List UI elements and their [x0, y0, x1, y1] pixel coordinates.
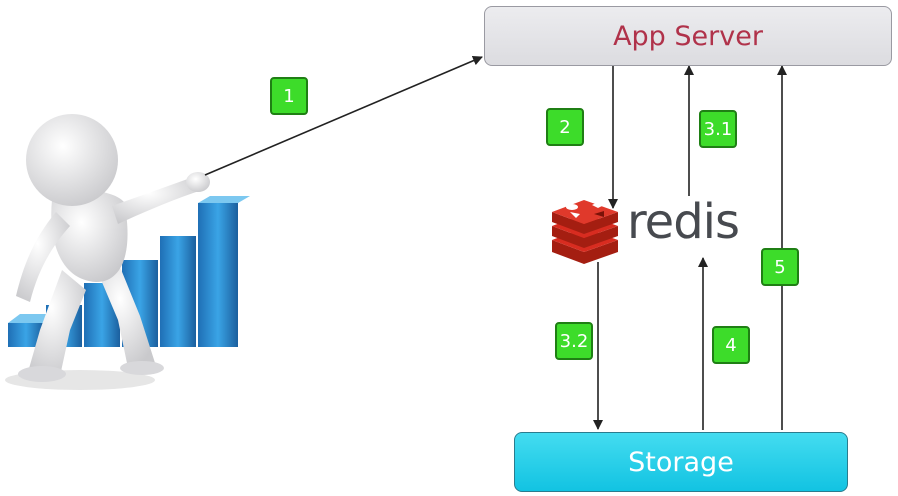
- step-badge-3-2: 3.2: [555, 322, 593, 360]
- step-badge-1: 1: [270, 77, 308, 115]
- step-badge-4: 4: [712, 326, 750, 364]
- person-pointing-icon: [5, 114, 210, 390]
- redis-label: redis: [627, 194, 740, 250]
- storage-label: Storage: [628, 446, 734, 478]
- step-badge-2: 2: [546, 108, 584, 146]
- step-badge-5: 5: [761, 248, 799, 286]
- redis-cube-icon: [552, 200, 618, 264]
- arrow-1: [204, 55, 483, 176]
- storage-node: Storage: [514, 432, 848, 492]
- step-badge-3-1: 3.1: [699, 110, 737, 148]
- app-server-label: App Server: [613, 20, 763, 52]
- app-server-node: App Server: [484, 6, 892, 66]
